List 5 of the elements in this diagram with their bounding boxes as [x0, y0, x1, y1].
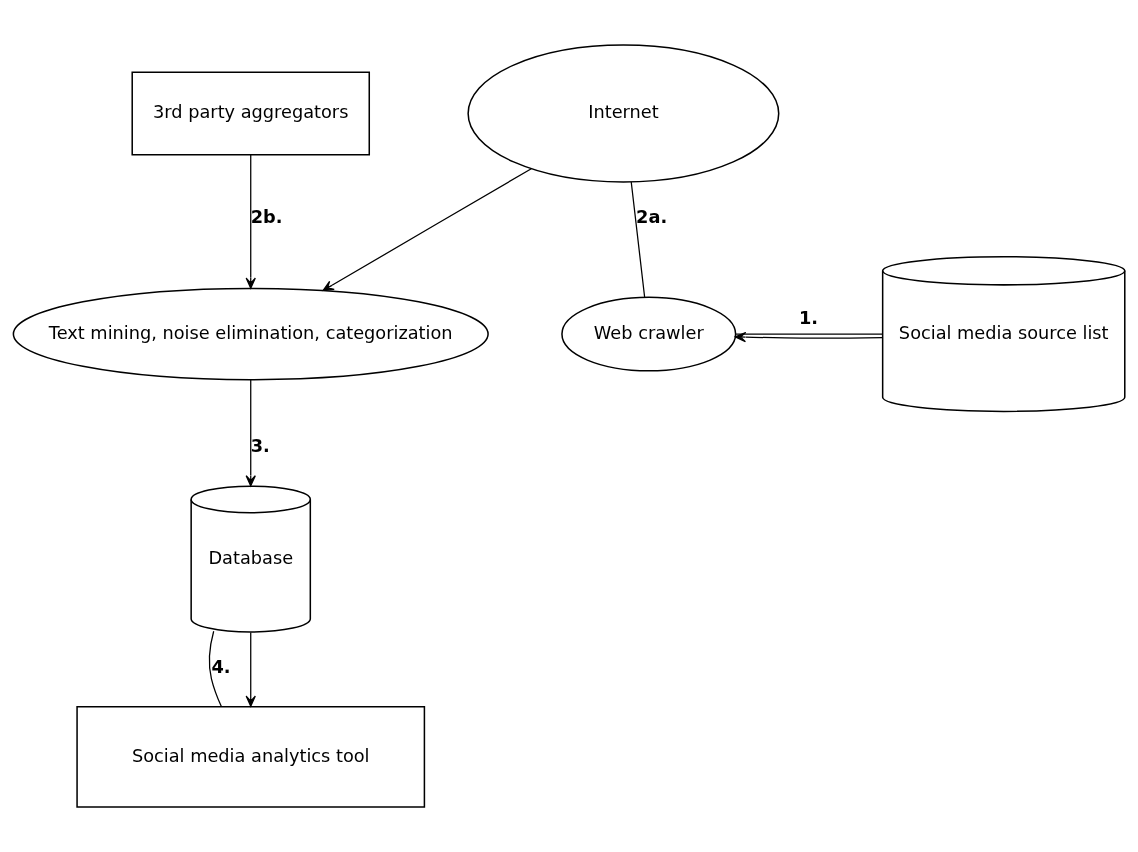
edge-label: 4. [211, 656, 231, 677]
edge-label: 3. [250, 436, 270, 457]
edge-label: 1. [799, 308, 819, 329]
edge-label: 2b. [250, 206, 283, 227]
edge-label: 2a. [636, 206, 668, 227]
